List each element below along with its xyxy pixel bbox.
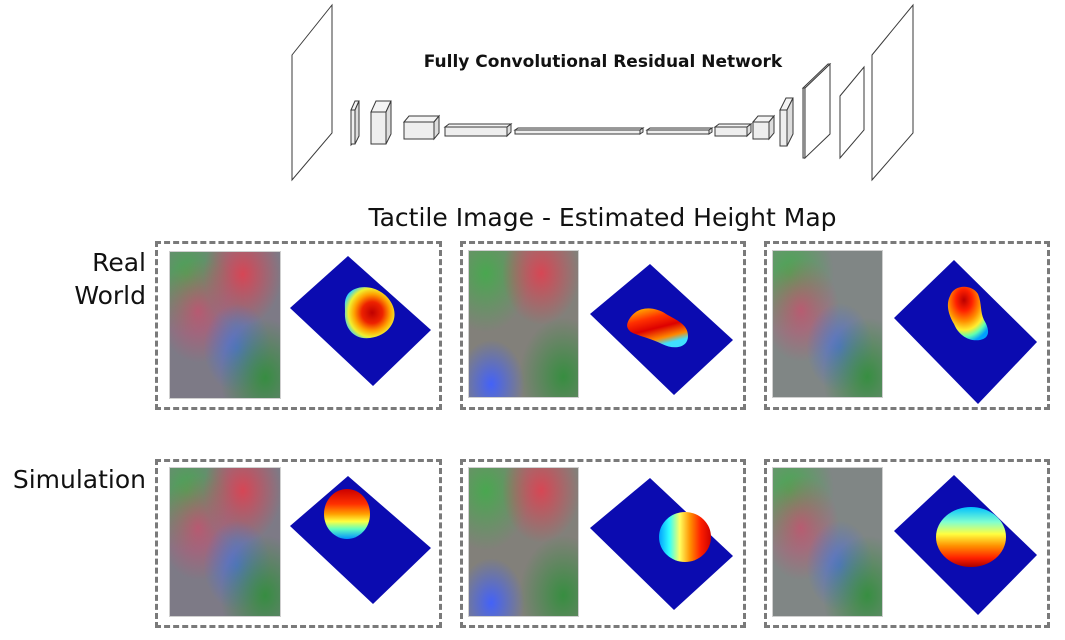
height-map (590, 478, 733, 610)
bottleneck-block-1 (513, 127, 645, 135)
encoder-block-3 (402, 114, 441, 141)
height-map (290, 476, 431, 604)
height-map (590, 264, 733, 395)
tactile-image (169, 251, 281, 399)
encoder-block-1 (350, 100, 360, 147)
tactile-image (772, 467, 883, 617)
row-label-simulation: Simulation (12, 465, 146, 494)
decoder-block-3 (779, 97, 794, 147)
decoder-block-4 (801, 62, 832, 160)
tactile-image (169, 467, 281, 617)
tactile-image (772, 250, 883, 398)
encoder-block-4 (443, 123, 513, 138)
network-diagram (291, 3, 914, 182)
height-map (894, 475, 1037, 615)
decoder-block-2 (751, 114, 776, 141)
decoder-block-5 (839, 65, 865, 160)
panel-sim-2 (460, 459, 746, 628)
network-title: Fully Convolutional Residual Network (423, 52, 783, 72)
figure-title: Tactile Image - Estimated Height Map (368, 203, 837, 232)
encoder-block-2 (370, 100, 392, 145)
decoder-block-1 (713, 123, 753, 138)
panel-real-1 (155, 241, 442, 410)
panel-sim-3 (764, 459, 1050, 628)
tactile-image (468, 467, 579, 617)
panel-sim-1 (155, 459, 442, 628)
height-map (894, 260, 1037, 404)
height-map (290, 256, 431, 386)
output-layer-plane (871, 3, 914, 182)
tactile-image (468, 250, 579, 398)
panel-real-2 (460, 241, 746, 410)
panel-real-3 (764, 241, 1050, 410)
bottleneck-block-2 (645, 127, 714, 135)
input-layer-plane (291, 3, 333, 182)
